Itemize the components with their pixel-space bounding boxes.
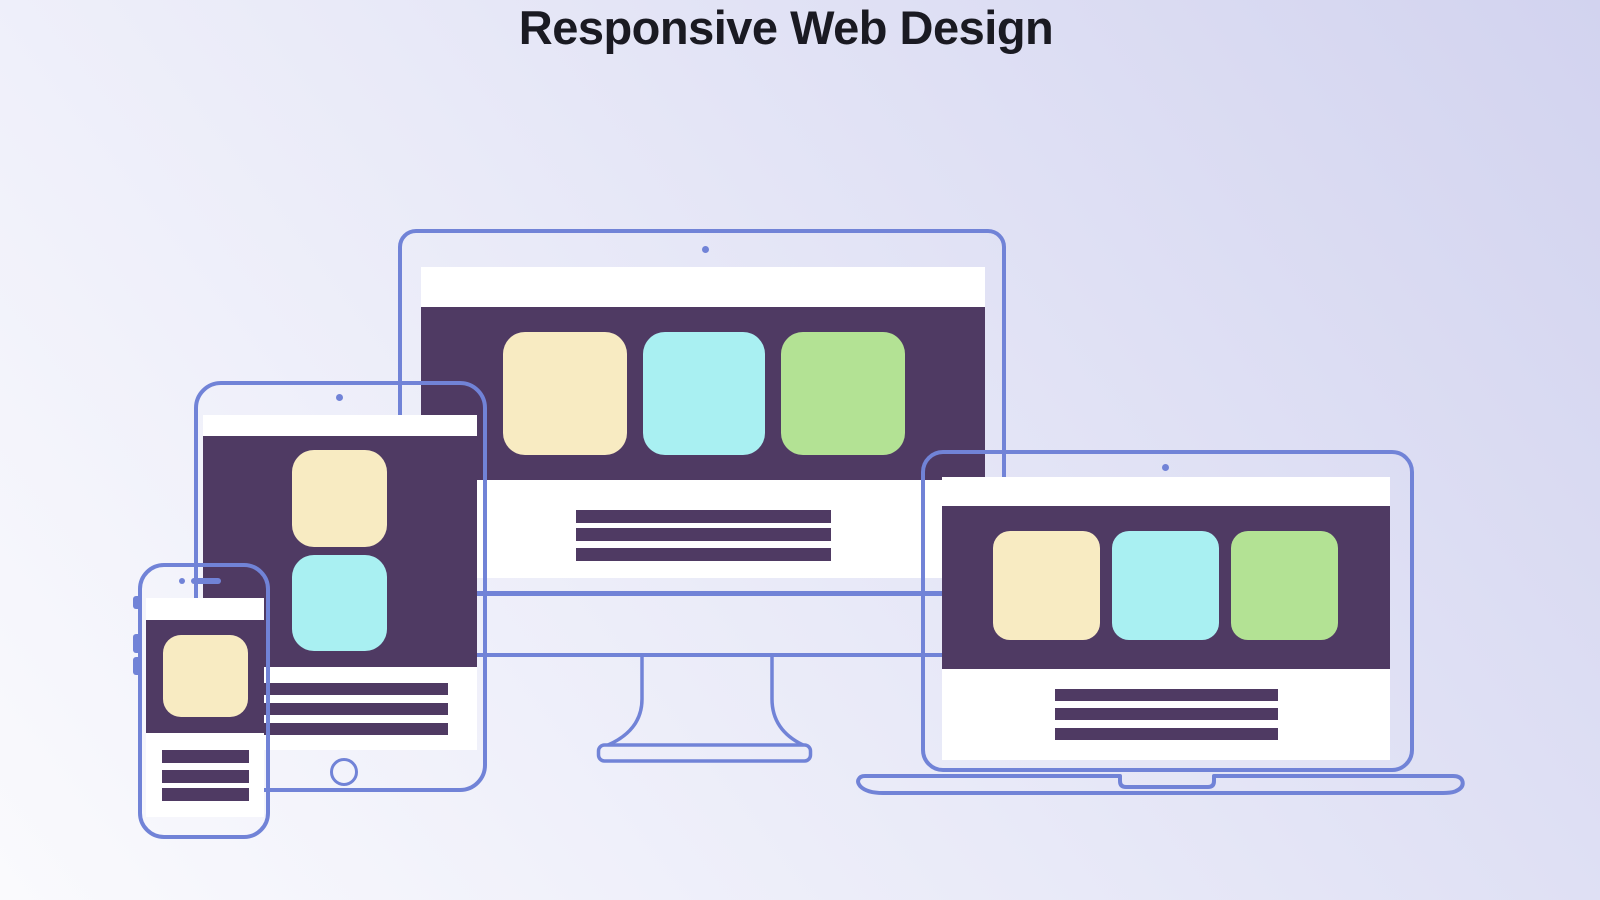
phone-frame <box>138 563 270 839</box>
monitor-card-cream <box>503 332 627 455</box>
laptop-screen <box>942 477 1390 760</box>
laptop-card-green <box>1231 531 1338 640</box>
tablet-text-line <box>232 723 448 735</box>
monitor-screen-bottom-edge <box>402 591 1003 596</box>
phone-volume-down-button <box>133 657 139 675</box>
tablet-home-button-icon <box>330 758 358 786</box>
tablet-card-cream <box>292 450 387 547</box>
tablet-text-line <box>232 683 448 695</box>
page-title: Responsive Web Design <box>518 1 1054 54</box>
tablet-frame <box>194 381 487 792</box>
tablet-text-line <box>232 703 448 715</box>
tablet-card-cyan <box>292 555 387 651</box>
phone-text-line <box>162 750 249 763</box>
laptop-navbar <box>942 477 1390 506</box>
laptop-camera-icon <box>1162 464 1169 471</box>
tablet-camera-icon <box>336 394 343 401</box>
laptop-text-line <box>1055 728 1278 740</box>
phone-text-line <box>162 770 249 783</box>
laptop-card-cream <box>993 531 1100 640</box>
laptop-text-line <box>1055 708 1278 720</box>
monitor-card-green <box>781 332 905 455</box>
monitor-card-cyan <box>643 332 765 455</box>
phone-navbar <box>146 598 264 620</box>
monitor-hero-section <box>421 307 985 480</box>
monitor-text-line <box>576 548 831 561</box>
monitor-text-line <box>576 528 831 541</box>
tablet-navbar <box>203 415 477 436</box>
phone-volume-up-button <box>133 634 139 653</box>
laptop-card-cyan <box>1112 531 1219 640</box>
monitor-camera-icon <box>702 246 709 253</box>
phone-screen <box>146 598 264 817</box>
phone-power-button <box>133 596 139 609</box>
monitor-text-line <box>576 510 831 523</box>
laptop-hero-section <box>942 506 1390 669</box>
phone-camera-icon <box>179 578 185 584</box>
phone-card-cream <box>163 635 248 717</box>
laptop-lid-frame <box>921 450 1414 772</box>
phone-hero-section <box>146 620 264 733</box>
phone-text-line <box>162 788 249 801</box>
monitor-stand <box>596 654 814 766</box>
monitor-screen <box>421 267 985 578</box>
monitor-navbar <box>421 267 985 307</box>
laptop-base <box>855 773 1467 797</box>
laptop-text-line <box>1055 689 1278 701</box>
phone-speaker-icon <box>191 578 221 584</box>
